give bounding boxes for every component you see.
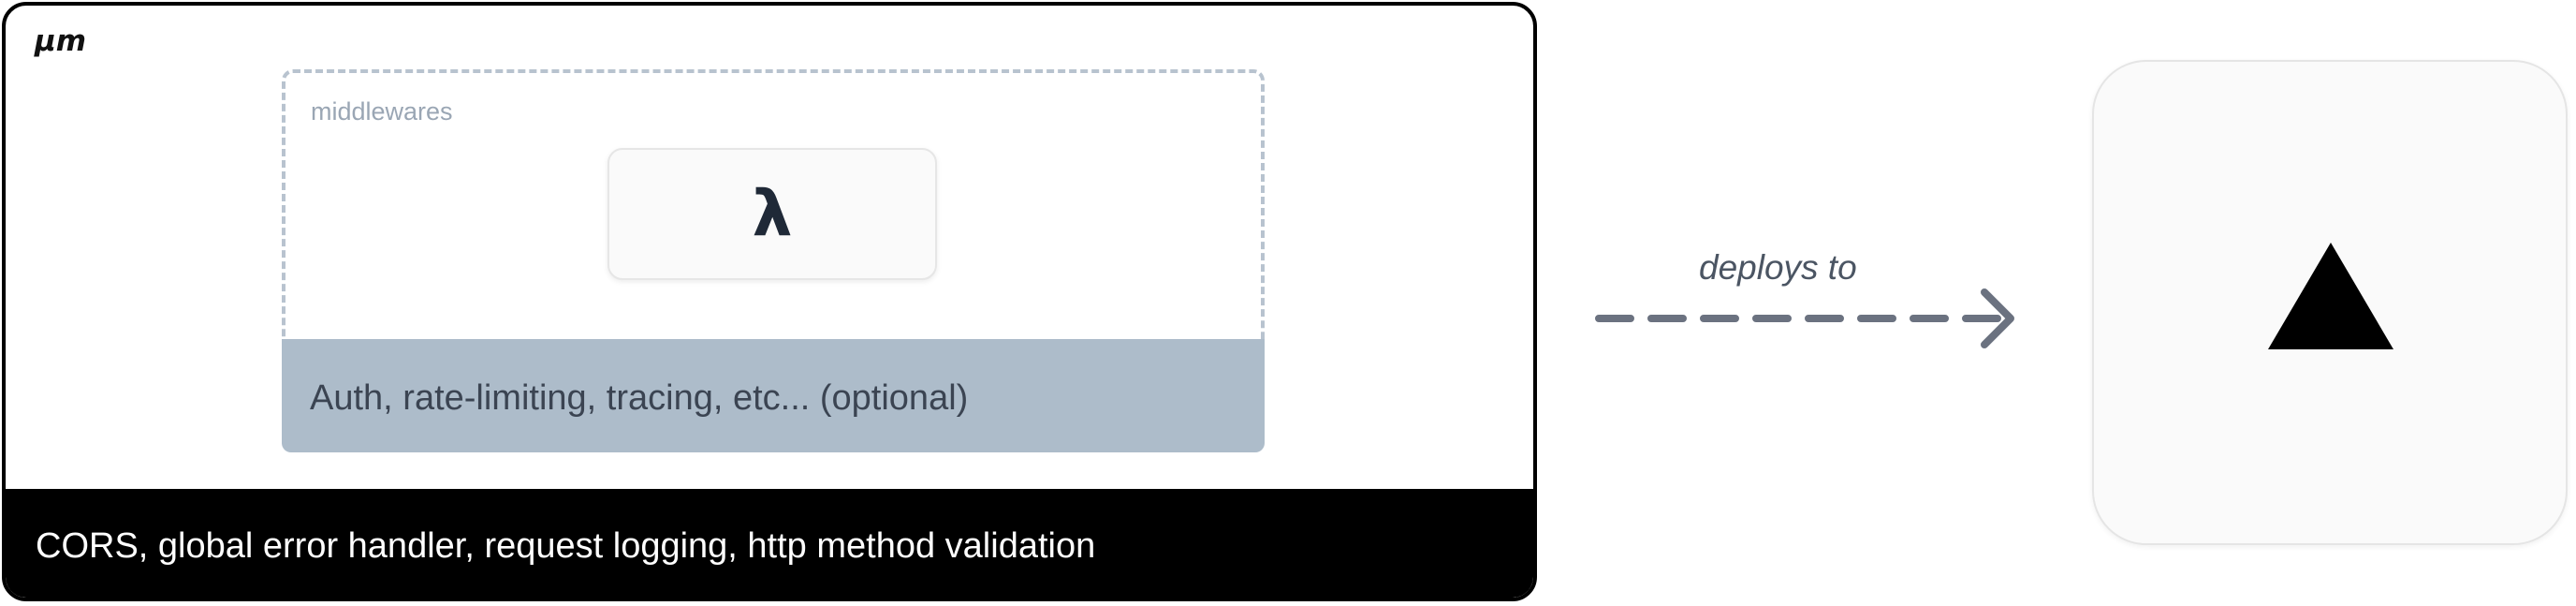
app-label: μm — [35, 24, 87, 58]
arrow-label: deploys to — [1699, 248, 1857, 287]
global-middleware-band: CORS, global error handler, request logg… — [6, 489, 1533, 598]
deploy-arrow — [1595, 288, 2016, 348]
lambda-icon: λ — [752, 177, 793, 251]
optional-middleware-band: Auth, rate-limiting, tracing, etc... (op… — [282, 339, 1265, 452]
middlewares-label: middlewares — [311, 97, 453, 126]
app-container: μm middlewares λ Auth, rate-limiting, tr… — [2, 2, 1537, 601]
arrow-head — [1981, 288, 2014, 348]
triangle-icon — [2268, 243, 2393, 349]
global-middleware-text: CORS, global error handler, request logg… — [36, 526, 1096, 566]
deploy-target-card — [2092, 60, 2568, 545]
handler-card: λ — [607, 148, 937, 280]
optional-middleware-text: Auth, rate-limiting, tracing, etc... (op… — [310, 378, 969, 418]
